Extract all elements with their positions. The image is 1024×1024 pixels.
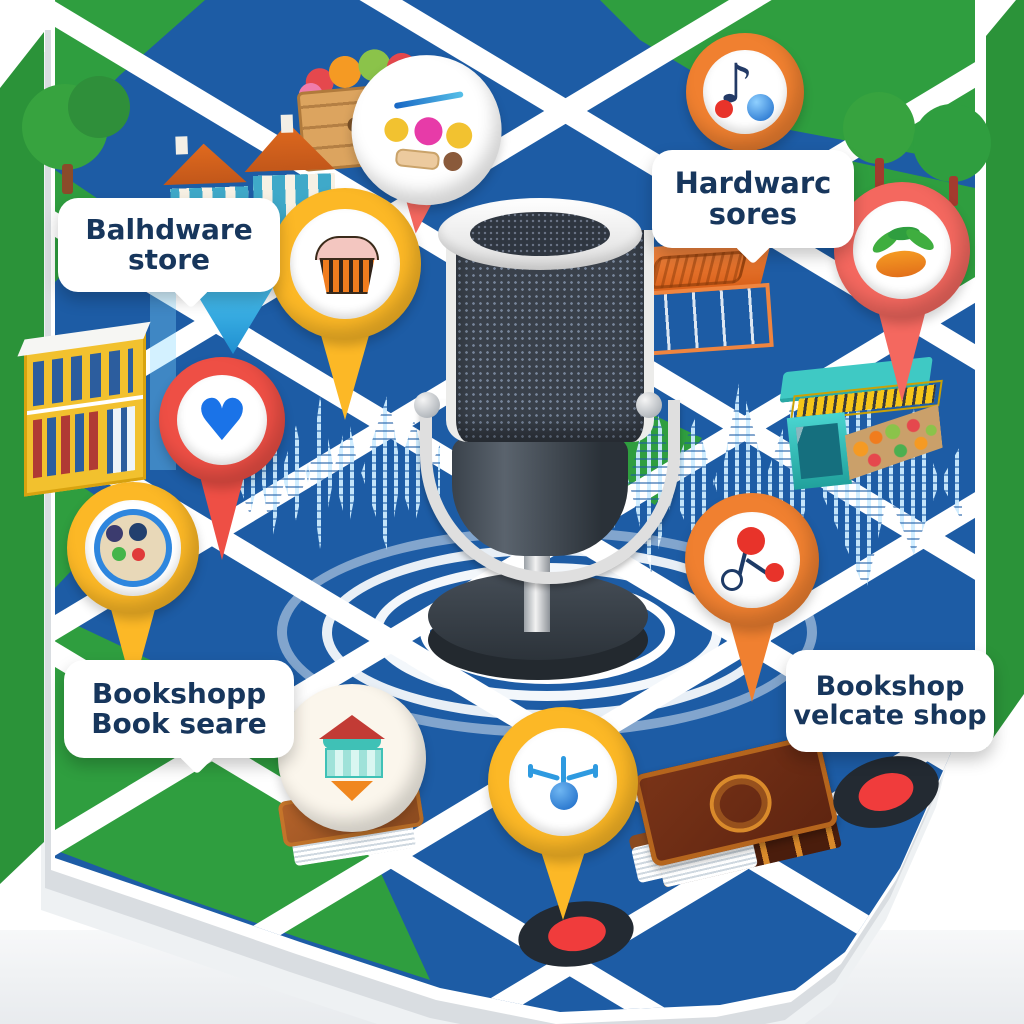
dot [550,782,578,810]
tree-trunk [949,176,958,206]
bubble-bookshop-right[interactable]: Bookshop velcate shop [786,650,994,752]
bubble-line: Book seare [91,707,267,740]
cupcake-icon [313,234,379,294]
tree-trunk [62,164,73,194]
mic-mesh-grille [446,230,654,442]
pin-head-inner [703,511,801,609]
line [529,767,561,782]
building-windows [33,410,101,479]
house-roof [162,142,247,185]
pin-head [278,684,426,832]
dot [106,525,123,542]
pin-molecule[interactable] [685,493,819,702]
mic-mount-knob [636,392,662,418]
cosmetics-icon [374,80,479,180]
pin-head-inner: ♥ [176,374,268,466]
tree [843,92,923,196]
bubble-line: Hardwarc [674,165,832,200]
heart-icon: ♥ [196,386,248,454]
pin-heart[interactable]: ♥ [159,357,285,560]
pin-head [685,493,819,627]
house-roof [319,715,385,739]
pin-head-inner [290,209,400,319]
pin-head [488,707,638,857]
yellow-building [17,321,151,497]
music-note-icon: ♪ [713,52,777,124]
line [561,756,566,784]
pin-cupcake[interactable] [269,188,421,420]
line [528,764,533,778]
cupcake-frosting [315,236,379,260]
atom [737,527,765,555]
bubble-bookshop-left[interactable]: Bookshopp Book seare [64,660,294,775]
atom [721,569,743,591]
bubble-hardware-store-left[interactable]: Balhdware store [58,198,280,309]
house-icon [317,715,387,801]
compass-icon [528,750,598,814]
dot [132,548,145,561]
bubble-line: Balhdware [85,212,253,246]
pin-head [269,188,421,340]
building-arch [107,405,135,474]
tree-canopy [68,76,130,138]
pin-food-plate[interactable] [67,482,199,690]
pin-head-inner [85,500,181,596]
dot [413,115,444,147]
pin-head-inner [509,728,617,836]
tree [22,76,132,198]
pin-vegetable[interactable] [834,182,970,402]
dot [129,523,147,541]
dot [112,547,126,561]
mic-mount-knob [414,392,440,418]
chimney [280,114,294,133]
molecule-icon [719,527,785,593]
bubble-line: Bookshopp [91,676,267,710]
mic-top-grille [470,212,610,256]
dot [714,99,733,118]
cupcake-wrapper [319,258,375,294]
mic-body [452,438,628,556]
carrot [874,248,928,280]
pin-head [834,182,970,318]
tree-canopy [913,104,991,182]
house-front [325,748,383,778]
line [565,767,597,782]
dot [444,121,474,150]
leaf [903,225,937,254]
pin-head-inner [853,201,951,299]
vegetable-icon [868,221,937,280]
dot [383,116,410,144]
brush-stroke [393,91,464,110]
dot [746,93,774,121]
pin-head [67,482,199,614]
bubble-line: store [127,243,211,276]
tree-canopy [843,92,915,164]
bar [394,148,441,171]
produce-tray [843,404,945,480]
bubble-line: velcate shop [793,700,987,731]
pin-head: ♥ [159,357,285,483]
bubble-line: Bookshop [815,670,965,702]
line [593,764,598,778]
orange-triangle [331,781,373,801]
atom [765,563,784,582]
pin-house[interactable] [278,684,426,832]
house-awning [323,739,381,749]
bubble-line: sores [708,197,798,231]
chimney [175,136,188,155]
plate-icon [94,509,172,587]
bubble-hardware-stores-right[interactable]: Hardwarc sores [652,150,854,265]
tree-trunk [875,158,884,192]
pin-head-inner: ♪ [702,49,788,135]
tree [913,104,997,210]
record-dot-center [854,766,918,818]
pin-compass[interactable] [488,707,638,920]
dot [442,151,464,172]
pin-head: ♪ [686,33,804,151]
stall-window [795,422,843,480]
